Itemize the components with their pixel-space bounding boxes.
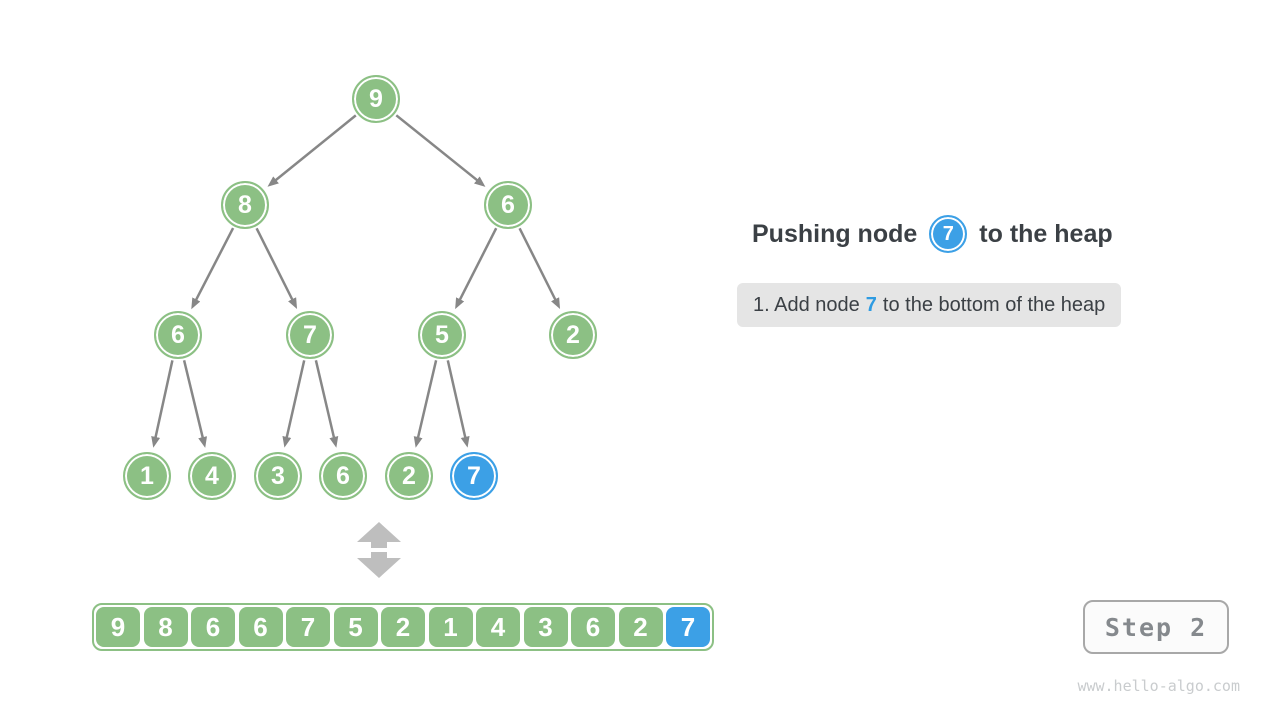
- diagram-title: Pushing node 7 to the heap: [752, 212, 1113, 256]
- tree-edge: [255, 227, 298, 310]
- tree-edge: [518, 227, 561, 310]
- array-cell: 5: [333, 607, 378, 647]
- tree-node: 6: [484, 181, 532, 229]
- tree-node: 3: [254, 452, 302, 500]
- array-cell: 6: [191, 607, 235, 647]
- array-cell: 3: [523, 607, 568, 647]
- instruction-text-after: to the bottom of the heap: [882, 293, 1106, 316]
- tree-array-equivalence-arrow-icon: [357, 522, 401, 578]
- array-cell-highlighted: 7: [666, 607, 710, 647]
- pushed-node-badge: 7: [929, 215, 968, 253]
- array-cell: 6: [238, 607, 283, 647]
- tree-edge: [455, 227, 498, 310]
- tree-node: 5: [418, 311, 466, 359]
- step-button[interactable]: Step 2: [1083, 600, 1229, 654]
- tree-node-highlighted: 7: [450, 452, 498, 500]
- tree-node: 7: [286, 311, 334, 359]
- tree-edge: [182, 360, 208, 448]
- watermark: www.hello-algo.com: [1077, 677, 1240, 695]
- step-instruction-box: 1. Add node 7 to the bottom of the heap: [737, 283, 1122, 327]
- tree-edge: [267, 114, 357, 187]
- tree-node: 1: [123, 452, 171, 500]
- tree-edge: [395, 114, 486, 187]
- pushed-node-value: 7: [942, 222, 954, 245]
- tree-edge: [282, 360, 306, 448]
- array-cell: 1: [428, 607, 473, 647]
- tree-edge: [413, 360, 438, 448]
- tree-node: 2: [549, 311, 597, 359]
- tree-node: 2: [385, 452, 433, 500]
- step-button-label: Step 2: [1104, 612, 1208, 642]
- title-suffix: to the heap: [979, 219, 1113, 248]
- array-cell: 4: [476, 607, 520, 647]
- tree-edge: [151, 360, 174, 448]
- instruction-text-before: 1. Add node: [753, 293, 860, 316]
- instruction-node-value: 7: [865, 293, 877, 316]
- array-cell: 9: [96, 607, 140, 647]
- tree-edge: [446, 360, 470, 448]
- tree-node: 4: [188, 452, 236, 500]
- array-cell: 7: [286, 607, 330, 647]
- array-cell: 2: [618, 607, 663, 647]
- array-cell: 6: [571, 607, 615, 647]
- tree-edge: [191, 227, 235, 310]
- array-cell: 8: [143, 607, 188, 647]
- tree-node: 8: [221, 181, 269, 229]
- tree-node: 6: [154, 311, 202, 359]
- title-prefix: Pushing node: [752, 219, 918, 248]
- tree-node: 9: [352, 75, 400, 123]
- tree-edges-layer: [151, 114, 561, 448]
- tree-edge: [314, 360, 339, 448]
- tree-node: 6: [319, 452, 367, 500]
- array-cell: 2: [381, 607, 425, 647]
